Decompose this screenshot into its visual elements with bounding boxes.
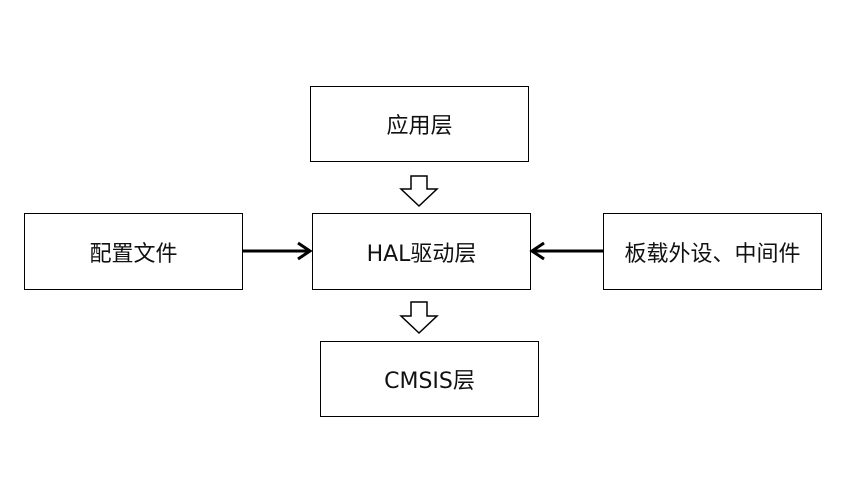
config-file-box: 配置文件 <box>24 213 243 290</box>
board-peripherals-box: 板载外设、中间件 <box>603 213 822 290</box>
hal-driver-layer-box: HAL驱动层 <box>312 213 531 290</box>
cmsis-layer-label: CMSIS层 <box>384 369 475 394</box>
board-peripherals-label: 板载外设、中间件 <box>624 241 801 267</box>
hollow-down-arrow-icon <box>399 175 439 208</box>
app-layer-box: 应用层 <box>310 86 529 162</box>
app-layer-label: 应用层 <box>386 114 453 139</box>
cmsis-layer-box: CMSIS层 <box>320 341 539 417</box>
hal-driver-layer-label: HAL驱动层 <box>366 241 477 267</box>
left-arrow-icon <box>529 241 603 261</box>
hollow-down-arrow-icon <box>399 301 439 335</box>
config-file-label: 配置文件 <box>89 241 178 267</box>
right-arrow-icon <box>243 241 313 261</box>
